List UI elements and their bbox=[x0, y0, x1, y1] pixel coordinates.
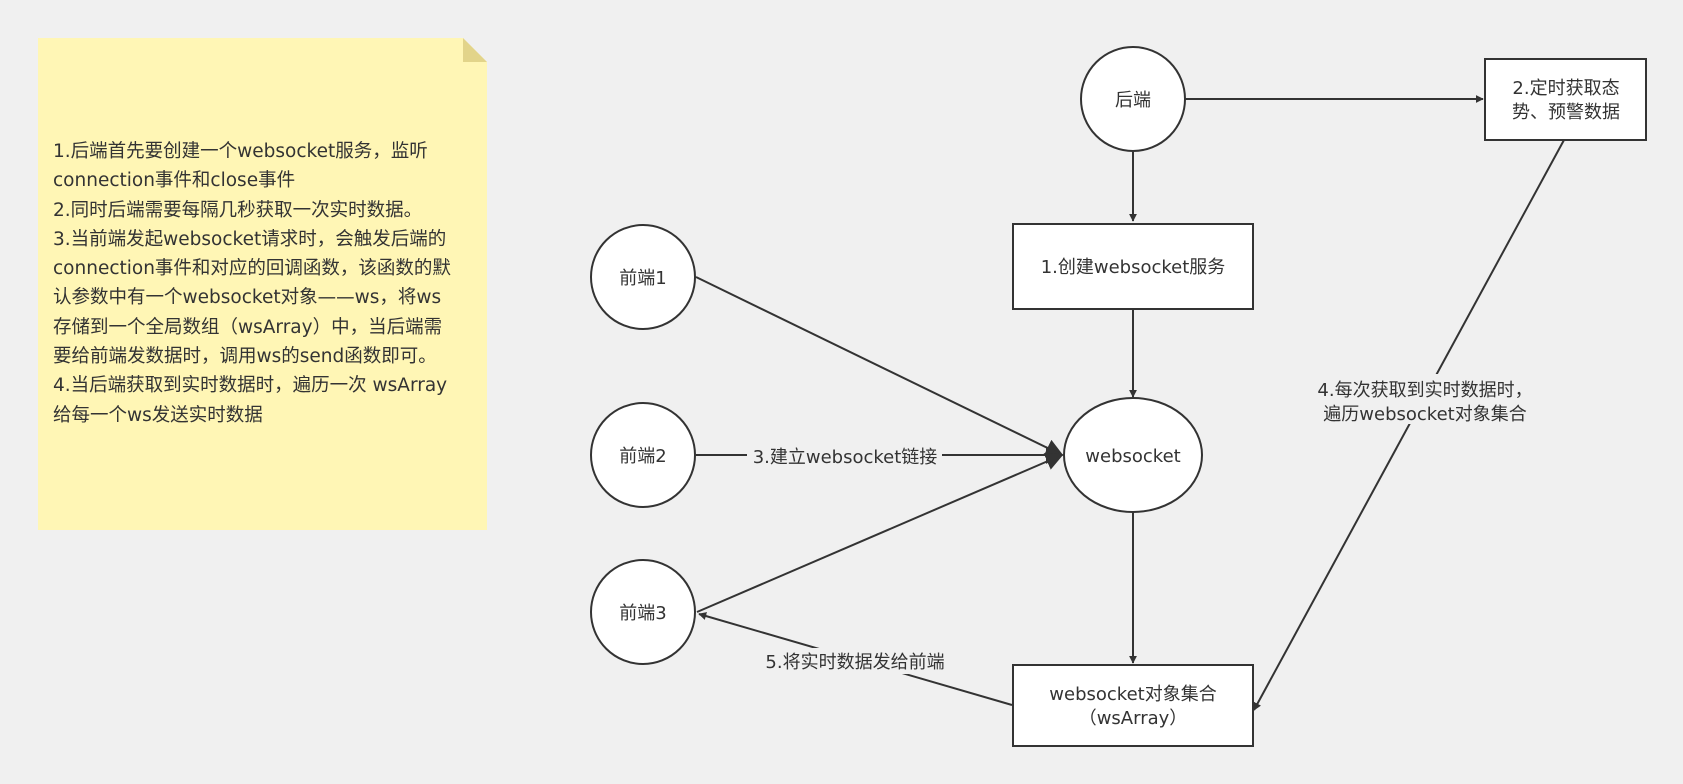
node-frontend2: 前端2 bbox=[590, 402, 696, 508]
send-label-group: 5.将实时数据发给前端 bbox=[757, 648, 952, 674]
fetch-data-label-line2: 势、预警数据 bbox=[1512, 102, 1620, 123]
node-frontend3: 前端3 bbox=[590, 559, 696, 665]
send-label: 5.将实时数据发给前端 bbox=[765, 652, 944, 673]
note-line: 认参数中有一个websocket对象——ws，将ws bbox=[53, 287, 442, 309]
frontend1-label: 前端1 bbox=[619, 268, 666, 289]
fetch-data-box bbox=[1484, 58, 1647, 141]
note-line: connection事件和对应的回调函数，该函数的默 bbox=[53, 258, 451, 280]
note-text: 1.后端首先要创建一个websocket服务，监听 connection事件和c… bbox=[53, 137, 478, 430]
note-line: 要给前端发数据时，调用ws的send函数即可。 bbox=[53, 346, 437, 368]
websocket-label: websocket bbox=[1085, 446, 1180, 467]
backend-label: 后端 bbox=[1115, 90, 1151, 111]
traverse-label-group: 4.每次获取到实时数据时， 遍历websocket对象集合 bbox=[1309, 374, 1541, 425]
fetch-data-label-line1: 2.定时获取态 bbox=[1512, 78, 1619, 99]
create-service-label: 1.创建websocket服务 bbox=[1041, 257, 1226, 278]
frontend2-label: 前端2 bbox=[619, 446, 666, 467]
note-line: 4.当后端获取到实时数据时，遍历一次 wsArray bbox=[53, 375, 448, 397]
connect-label: 3.建立websocket链接 bbox=[753, 447, 938, 468]
note-line: 3.当前端发起websocket请求时，会触发后端的 bbox=[53, 228, 447, 250]
node-websocket: websocket bbox=[1063, 397, 1203, 513]
backend-circle bbox=[1080, 46, 1186, 152]
traverse-label-bg bbox=[1309, 374, 1541, 424]
edge-fetch-to-collection bbox=[1253, 139, 1565, 711]
create-service-box bbox=[1012, 223, 1254, 310]
traverse-label-line1: 4.每次获取到实时数据时， bbox=[1317, 380, 1532, 401]
connect-label-group: 3.建立websocket链接 bbox=[747, 443, 942, 468]
connect-label-bg bbox=[747, 443, 942, 468]
node-create-service: 1.创建websocket服务 bbox=[1012, 223, 1254, 310]
note-line: 给每一个ws发送实时数据 bbox=[53, 404, 263, 426]
frontend3-label: 前端3 bbox=[619, 603, 666, 624]
frontend1-circle bbox=[590, 224, 696, 330]
note-line: 2.同时后端需要每隔几秒获取一次实时数据。 bbox=[53, 199, 423, 221]
traverse-label-line2: 遍历websocket对象集合 bbox=[1323, 404, 1526, 425]
edge-frontend3-to-websocket bbox=[696, 453, 1064, 613]
collection-label-line2: （wsArray） bbox=[1079, 708, 1188, 729]
note-line: 存储到一个全局数组（wsArray）中，当后端需 bbox=[53, 316, 443, 338]
node-frontend1: 前端1 bbox=[590, 224, 696, 330]
send-label-bg bbox=[757, 648, 952, 674]
note-line: connection事件和close事件 bbox=[53, 170, 296, 192]
collection-box bbox=[1012, 664, 1254, 747]
websocket-ellipse bbox=[1063, 397, 1203, 513]
collection-label-line1: websocket对象集合 bbox=[1049, 684, 1216, 705]
edge-frontend1-to-websocket bbox=[695, 276, 1064, 457]
node-backend: 后端 bbox=[1080, 46, 1186, 152]
node-collection: websocket对象集合 （wsArray） bbox=[1012, 664, 1254, 747]
note-line: 1.后端首先要创建一个websocket服务，监听 bbox=[53, 141, 428, 162]
node-fetch-data: 2.定时获取态 势、预警数据 bbox=[1484, 58, 1647, 141]
sticky-note bbox=[38, 38, 487, 530]
frontend3-circle bbox=[590, 559, 696, 665]
frontend2-circle bbox=[590, 402, 696, 508]
